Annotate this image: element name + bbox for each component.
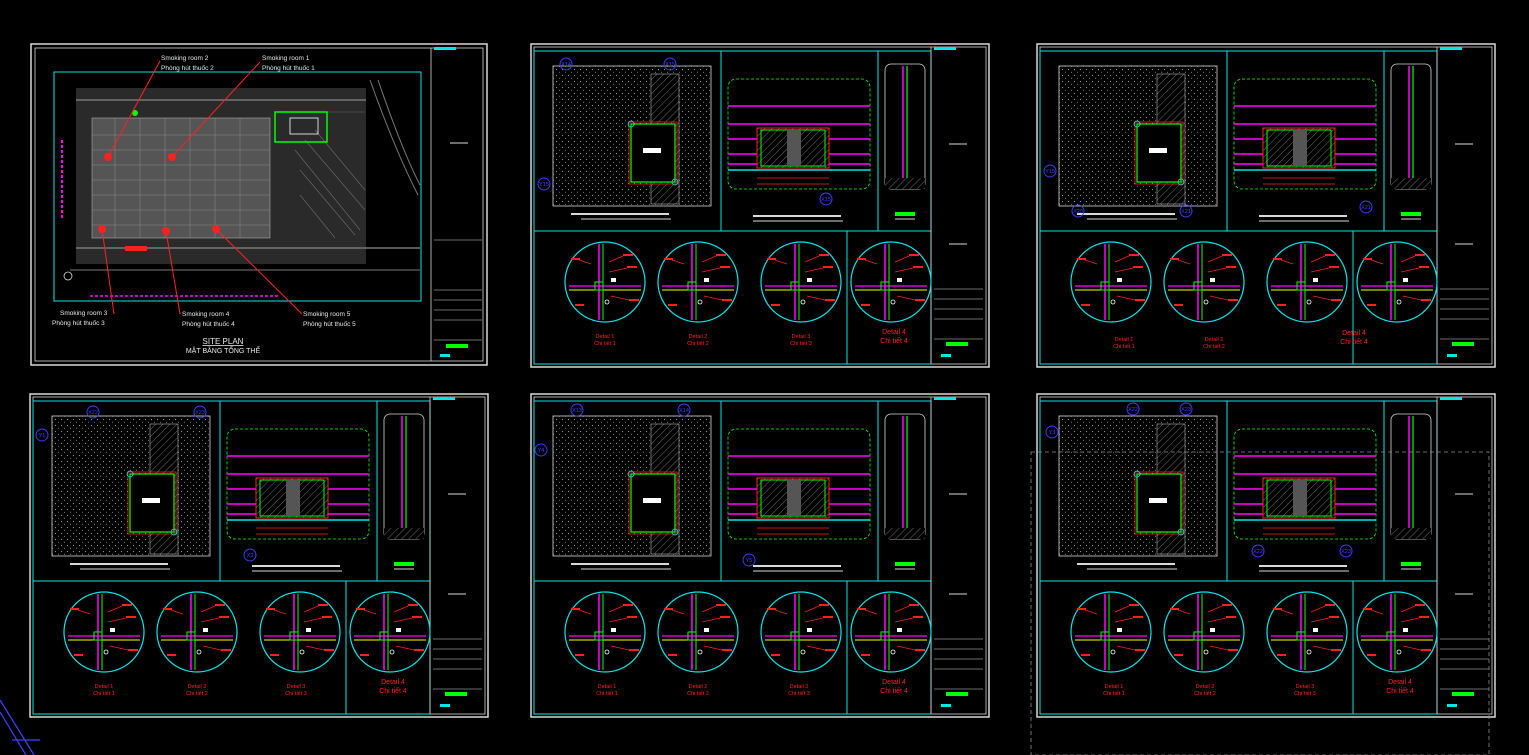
grid-mark: Y4 (538, 448, 545, 454)
detail-label: Chi tiết 3 (285, 691, 307, 697)
detail-label: Detail 2 (1196, 684, 1215, 690)
grid-mark: X21 (1361, 205, 1371, 211)
callout-en: Smoking room 5 (303, 311, 351, 318)
detail-labels: Detail 1 Chi tiết 1 Detail 2 Chi tiết 2 … (93, 329, 1414, 697)
callout-vi: Phòng hút thuốc 2 (161, 63, 214, 72)
detail-label: Chi tiết 4 (880, 686, 908, 695)
detail-label: Detail 4 (1342, 330, 1366, 337)
detail-label: Chi tiết 4 (880, 336, 908, 345)
grid-mark: X22 (88, 410, 98, 416)
grid-mark: X20 (1073, 209, 1083, 215)
site-plan-callouts (98, 60, 303, 315)
grid-mark: X3 (247, 553, 254, 559)
grid-mark: X13 (572, 408, 582, 414)
callout-en: Smoking room 3 (60, 310, 108, 317)
detail-label: Chi tiết 2 (186, 691, 208, 697)
grid-mark: X23 (195, 410, 205, 416)
detail-label: Detail 1 (1115, 337, 1134, 343)
ucs-axis-icon (0, 699, 40, 755)
callout-vi: Phòng hút thuốc 1 (262, 63, 315, 72)
callout-en: Smoking room 1 (262, 55, 310, 62)
grid-mark: Y15 (539, 182, 549, 188)
grid-mark: X21 (1181, 209, 1191, 215)
detail-label: Detail 3 (1296, 684, 1315, 690)
grid-mark: Y3 (1049, 430, 1056, 436)
sheet-detail-6 (1030, 394, 1495, 755)
detail-label: Detail 2 (689, 684, 708, 690)
detail-label: Chi tiết 2 (687, 341, 709, 347)
detail-label: Detail 4 (1388, 679, 1412, 686)
sheet-detail-3 (1037, 44, 1495, 367)
detail-label: Detail 4 (882, 329, 906, 336)
sheet-detail-2 (531, 44, 989, 367)
grid-mark: X22 (1128, 407, 1138, 413)
callout-vi: Phòng hút thuốc 5 (303, 319, 356, 328)
site-plan-drawing (61, 79, 421, 297)
callout-vi: Phòng hút thuốc 4 (182, 319, 235, 328)
detail-label: Chi tiết 1 (1103, 691, 1125, 697)
detail-label: Detail 1 (596, 334, 615, 340)
detail-label: Chi tiết 2 (1194, 691, 1216, 697)
detail-label: Detail 4 (381, 679, 405, 686)
detail-label: Chi tiết 1 (594, 341, 616, 347)
grid-mark: Y1 (39, 433, 46, 439)
detail-label: Detail 3 (792, 334, 811, 340)
grid-mark: X23 (1181, 407, 1191, 413)
detail-label: Chi tiết 3 (790, 341, 812, 347)
callout-en: Smoking room 2 (161, 55, 209, 62)
grid-mark: X14 (679, 408, 689, 414)
grid-marks: X14 X15 Y15 X15 Y15 X20 X21 X21 X22 X23 … (35, 57, 1373, 567)
detail-label: Chi tiết 1 (596, 691, 618, 697)
detail-label: Detail 1 (598, 684, 617, 690)
detail-label: Chi tiết 3 (788, 691, 810, 697)
site-plan-title: SITE PLAN (203, 337, 244, 346)
detail-label: Chi tiết 1 (1113, 344, 1135, 350)
detail-label: Chi tiết 4 (1386, 686, 1414, 695)
site-plan-subtitle: MẶT BẰNG TỔNG THỂ (186, 346, 261, 355)
grid-mark: Y15 (1045, 169, 1055, 175)
callout-vi: Phòng hút thuốc 3 (52, 318, 105, 327)
detail-label: Detail 4 (882, 679, 906, 686)
detail-label: Detail 2 (689, 334, 708, 340)
detail-label: Chi tiết 3 (1294, 691, 1316, 697)
detail-label: Detail 1 (1105, 684, 1124, 690)
grid-mark: X14 (561, 62, 571, 68)
grid-mark: X22 (1253, 549, 1263, 555)
sheet-site-plan: Smoking room 2 Phòng hút thuốc 2 Smoking… (30, 43, 488, 366)
sheet-detail-4 (30, 394, 488, 717)
detail-label: Chi tiết 2 (687, 691, 709, 697)
detail-label: Chi tiết 2 (1203, 344, 1225, 350)
detail-label: Detail 2 (188, 684, 207, 690)
callout-en: Smoking room 4 (182, 311, 230, 318)
detail-label: Detail 1 (95, 684, 114, 690)
title-block (430, 47, 482, 361)
detail-label: Detail 3 (790, 684, 809, 690)
detail-label: Chi tiết 4 (379, 686, 407, 695)
sheet-detail-5 (531, 394, 989, 717)
grid-mark: X15 (665, 62, 675, 68)
detail-label: Detail 3 (287, 684, 306, 690)
detail-label: Chi tiết 4 (1340, 337, 1368, 346)
grid-mark: X23 (1341, 549, 1351, 555)
detail-label: Chi tiết 1 (93, 691, 115, 697)
grid-mark: Y5 (746, 558, 753, 564)
grid-mark: X15 (821, 197, 831, 203)
detail-label: Detail 2 (1205, 337, 1224, 343)
